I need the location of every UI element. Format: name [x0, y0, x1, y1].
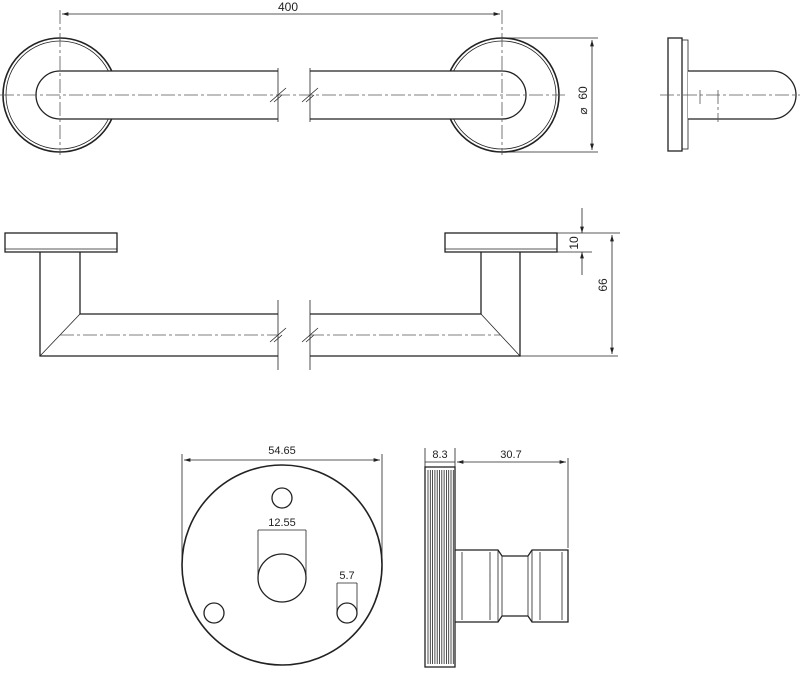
flange-body: [424, 466, 456, 668]
flange-side-view: 8.3 30.7: [424, 448, 569, 668]
plate-outline: [181, 464, 383, 666]
right-plate: [444, 232, 558, 253]
dim-plate-width-label: 54.65: [268, 445, 296, 457]
top-screw-hole: [271, 487, 293, 509]
dim-diameter-symbol: ⌀: [576, 107, 590, 114]
dim-plate-thickness-label: 10: [567, 236, 581, 250]
right-leg: [310, 252, 521, 357]
left-leg: [39, 252, 278, 357]
side-view-small: [660, 37, 800, 152]
top-view: 400 ⌀ 60: [0, 0, 800, 155]
center-hole: [257, 553, 307, 603]
dim-stem-length-label: 30.7: [500, 449, 521, 461]
dim-center-hole-label: 12.55: [268, 517, 296, 529]
dim-height-label: 66: [596, 278, 610, 292]
dim-length-label: 400: [278, 0, 298, 14]
dim-diameter-label: 60: [576, 86, 590, 100]
left-screw-hole: [203, 602, 225, 624]
front-view: 10 66: [4, 208, 620, 370]
left-plate: [4, 232, 118, 253]
dim-flange-thickness-label: 8.3: [432, 449, 447, 461]
plate-view: 54.65 12.55 5.7: [181, 445, 383, 666]
stem: [455, 549, 569, 623]
dim-small-hole-label: 5.7: [339, 570, 354, 582]
right-screw-hole: [336, 602, 358, 624]
flange-ribs: [427, 470, 454, 664]
